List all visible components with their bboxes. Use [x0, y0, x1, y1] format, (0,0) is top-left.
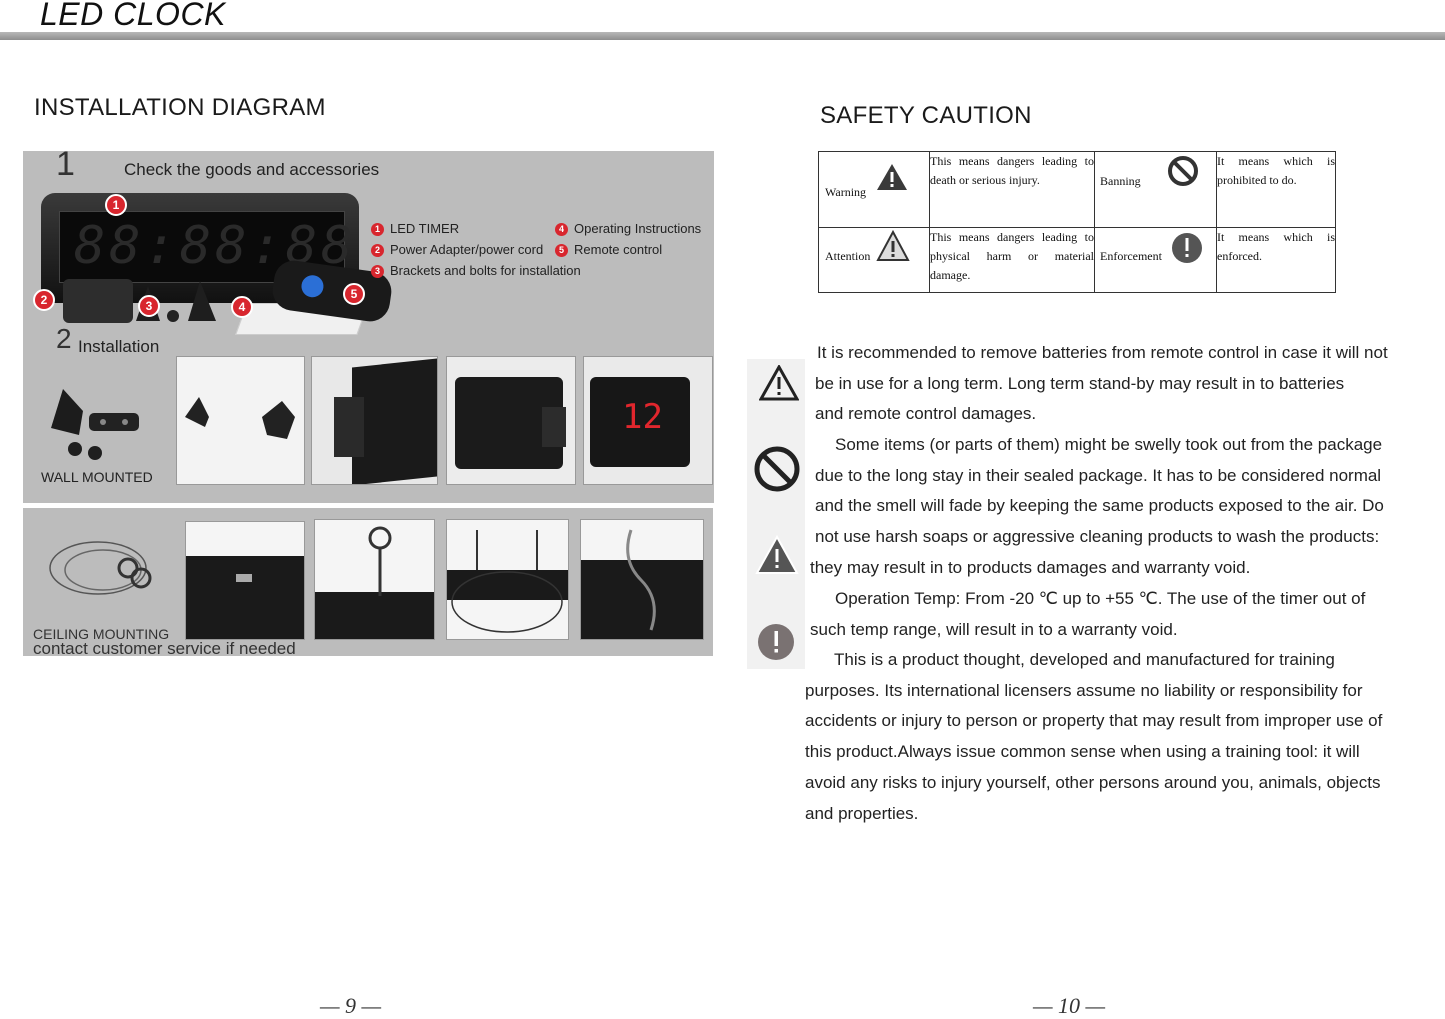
- ceiling-panel: CEILING MOUNTING contact customer servic…: [23, 508, 713, 658]
- step1-title: Check the goods and accessories: [124, 160, 380, 179]
- step2-number: 2: [56, 323, 72, 354]
- warning-label: Warning: [825, 185, 867, 199]
- contact-note: contact customer service if needed: [33, 639, 296, 658]
- banning-desc: It means which is prohibited to do.: [1216, 151, 1336, 228]
- paragraph-temperature: Operation Temp: From -20 ℃ up to +55 ℃. …: [810, 589, 1366, 639]
- ceiling-photo-3: [446, 519, 569, 640]
- exclamation-circle-icon: [1172, 233, 1202, 263]
- safety-title: SAFETY CAUTION: [820, 102, 1032, 129]
- ceiling-kit-image: [49, 541, 152, 595]
- attention-desc: This means dangers leading to physical h…: [929, 227, 1095, 293]
- attention-cell: Attention: [818, 227, 930, 293]
- exclamation-circle-icon: [758, 624, 794, 660]
- warning-cell: Warning: [818, 151, 930, 228]
- ceiling-photo-4: [580, 519, 704, 640]
- enforcement-desc: It means which is enforced.: [1216, 227, 1336, 293]
- attention-label: Attention: [825, 249, 871, 263]
- badge-3: 3: [138, 295, 160, 317]
- installation-title: INSTALLATION DIAGRAM: [34, 94, 326, 121]
- safety-table: Warning This means dangers leading to de…: [818, 151, 1336, 293]
- attention-triangle-icon: [755, 535, 799, 574]
- step2-title: Installation: [78, 337, 160, 356]
- display-12: 12: [622, 397, 663, 437]
- header-rule: [0, 32, 1445, 40]
- paragraph-smell: Some items (or parts of them) might be s…: [810, 435, 1384, 577]
- installation-panel: 1 Check the goods and accessories 88:88:…: [23, 145, 715, 503]
- enforcement-cell: Enforcement: [1094, 227, 1217, 293]
- warning-desc: This means dangers leading to death or s…: [929, 151, 1095, 228]
- warning-triangle-icon: [759, 365, 799, 401]
- wall-mounted-label: WALL MOUNTED: [41, 469, 153, 485]
- step1-number: 1: [56, 145, 75, 183]
- install-photo-3: [446, 356, 576, 485]
- badge-2: 2: [33, 289, 55, 311]
- install-photo-4: 12: [583, 356, 713, 485]
- badge-5: 5: [343, 283, 365, 305]
- page-number-9: — 9 —: [320, 993, 382, 1018]
- badge-4: 4: [231, 296, 253, 318]
- header-title: LED CLOCK: [40, 0, 226, 32]
- prohibition-icon: [754, 446, 800, 492]
- attention-triangle-icon: [876, 230, 910, 261]
- paragraph-batteries: It is recommended to remove batteries fr…: [815, 343, 1388, 424]
- install-photo-1: [176, 356, 305, 485]
- ceiling-photo-1: [185, 521, 305, 640]
- install-photo-2: [311, 356, 438, 485]
- banning-label: Banning: [1100, 174, 1141, 188]
- paragraph-liability: This is a product thought, developed and…: [805, 650, 1383, 823]
- badge-1: 1: [105, 194, 127, 216]
- warning-triangle-icon: [877, 164, 907, 190]
- page-number-10: — 10 —: [1033, 993, 1106, 1018]
- prohibition-icon: [1168, 156, 1198, 186]
- ceiling-photo-2: [314, 519, 435, 640]
- wall-bracket-image: [51, 389, 139, 460]
- ceiling-mounting-label: CEILING MOUNTING: [33, 626, 170, 642]
- banning-cell: Banning: [1094, 151, 1217, 228]
- power-adapter-image: [63, 279, 133, 323]
- enforcement-label: Enforcement: [1100, 249, 1162, 263]
- safety-icon-column: [747, 359, 805, 669]
